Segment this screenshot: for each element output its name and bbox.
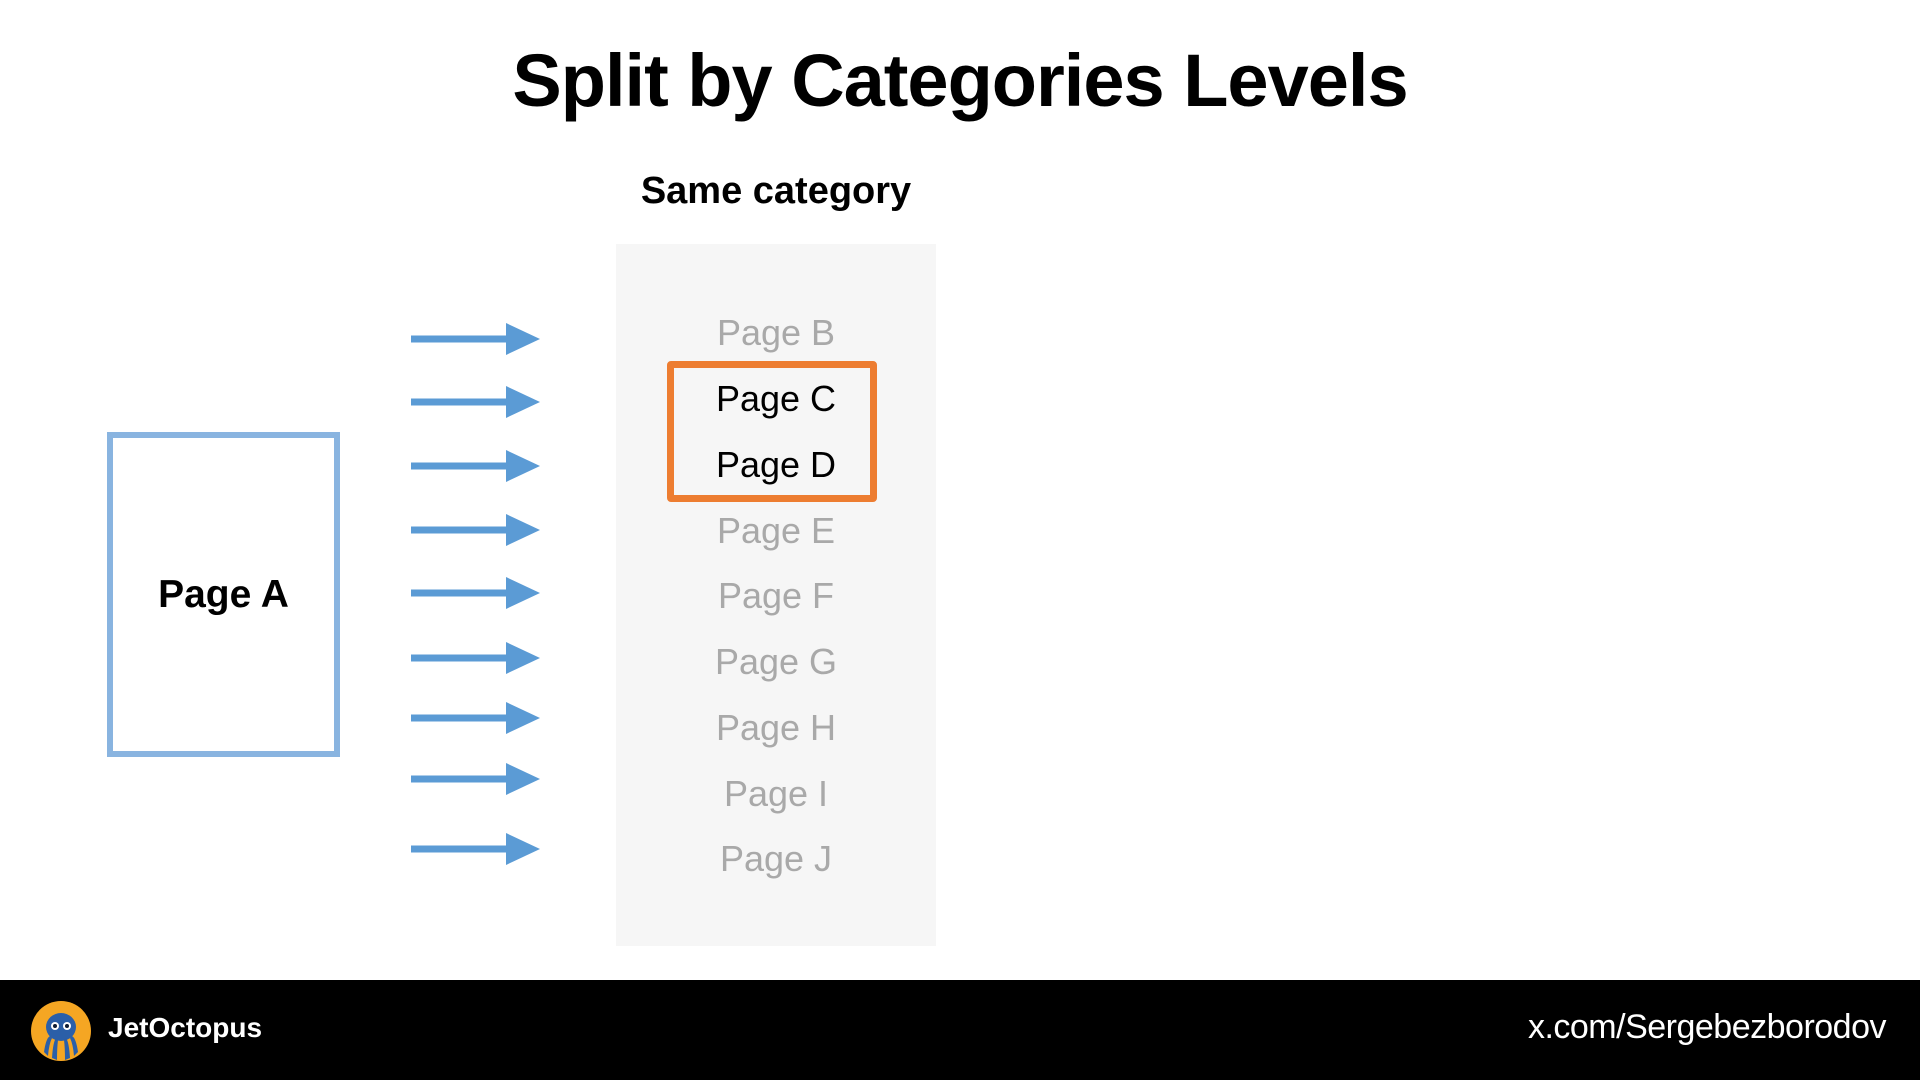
same-category-highlight-box: [667, 361, 877, 502]
page-b-label: Page B: [716, 312, 836, 353]
arrow-icon: [411, 763, 540, 795]
arrow-icon: [411, 833, 540, 865]
page-g-label: Page G: [714, 641, 838, 682]
page-j-label: Page J: [719, 838, 833, 879]
page-a-box: Page A: [107, 432, 340, 757]
category-heading: Same category: [640, 170, 912, 212]
arrow-icon: [411, 702, 540, 734]
footer-bar: JetOctopus x.com/Sergebezborodov: [0, 980, 1920, 1080]
arrow-icon: [411, 450, 540, 482]
page-d-label: Page D: [715, 444, 837, 485]
page-a-label: Page A: [158, 572, 289, 616]
page-e-label: Page E: [716, 510, 836, 551]
page-c-label: Page C: [715, 378, 837, 419]
slide-title: Split by Categories Levels: [512, 39, 1408, 122]
arrow-icon: [411, 323, 540, 355]
arrow-icon: [411, 642, 540, 674]
page-i-label: Page I: [723, 773, 829, 814]
arrow-icon: [411, 514, 540, 546]
page-h-label: Page H: [715, 707, 837, 748]
social-handle: x.com/Sergebezborodov: [1527, 1008, 1887, 1046]
arrow-icon: [411, 386, 540, 418]
arrow-icon: [411, 577, 540, 609]
octopus-logo-icon: [31, 1001, 91, 1061]
brand-name: JetOctopus: [108, 1012, 263, 1043]
link-arrows: [411, 323, 540, 865]
page-f-label: Page F: [717, 575, 835, 616]
